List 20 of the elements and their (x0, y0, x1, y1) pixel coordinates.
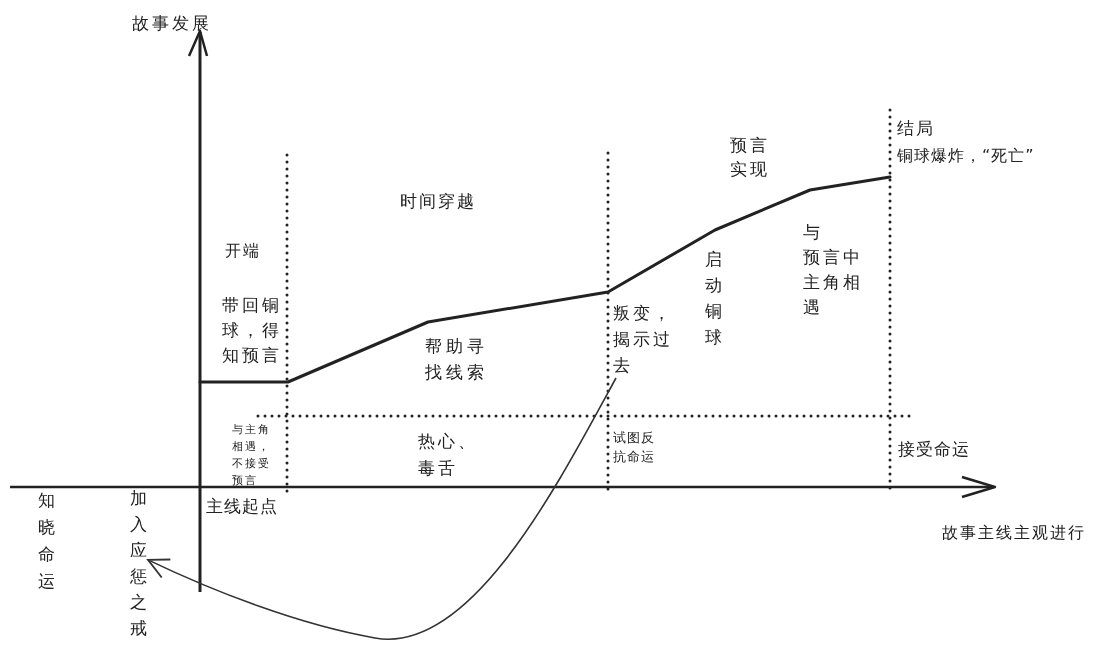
note-text: 与主角相遇，不接受预言 (232, 422, 272, 489)
stage-heading: 开端 (225, 240, 261, 262)
origin-label: 主线起点 (206, 495, 278, 517)
annotation-text: 接受命运 (898, 438, 970, 460)
annotation-text: 铜球爆炸，“死亡” (897, 145, 1035, 167)
annotation-text: 叛变，揭示过去 (613, 300, 674, 378)
stage-heading: 预言实现 (730, 134, 771, 181)
annotation-text: 热心、毒舌 (418, 430, 479, 480)
annotation-text: 启动铜球 (705, 248, 723, 349)
annotation-text: 带回铜球，得知预言 (222, 294, 283, 367)
stage-heading: 结局 (897, 117, 935, 139)
note-text: 试图反抗命运 (613, 429, 656, 466)
annotation-text: 与预言中主角相遇 (803, 221, 864, 319)
axis-title: 故事发展 (132, 12, 212, 34)
stage-heading: 时间穿越 (400, 190, 476, 212)
axis-title: 故事主线主观进行 (942, 522, 1086, 544)
curved-arrow (147, 377, 617, 640)
annotation-text: 知晓命运 (38, 489, 56, 593)
annotation-text: 加入应惩之戒 (130, 485, 148, 641)
annotation-text: 帮助寻找线索 (425, 335, 489, 384)
